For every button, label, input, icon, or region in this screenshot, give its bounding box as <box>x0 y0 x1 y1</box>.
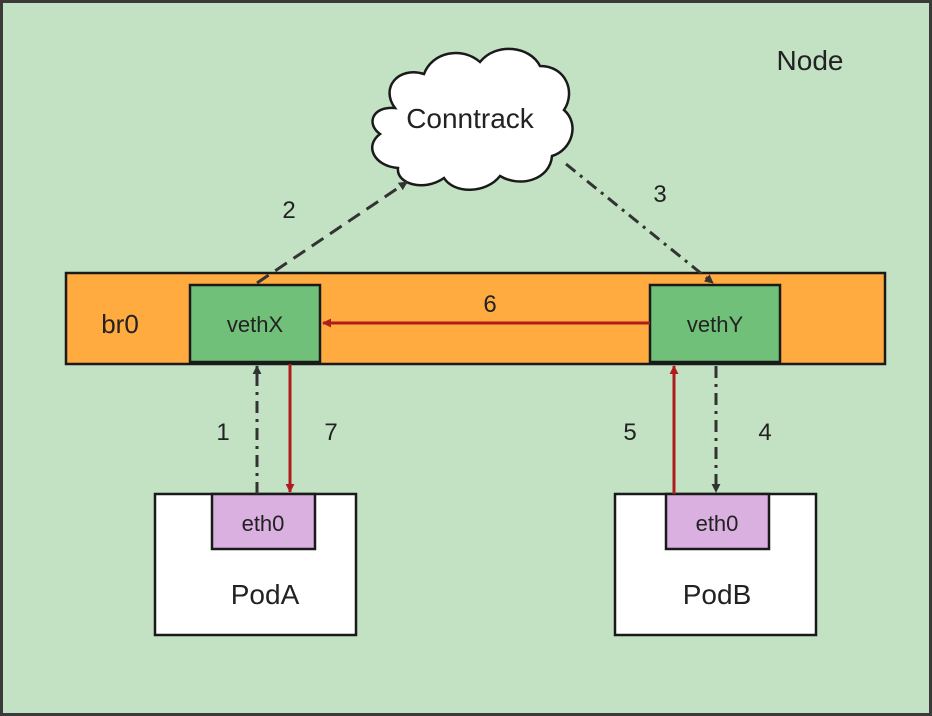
node-label: Node <box>777 45 844 76</box>
bridge-label: br0 <box>101 309 139 339</box>
arrow-4-label: 4 <box>758 419 771 446</box>
pod-b-eth0-label: eth0 <box>696 511 739 536</box>
conntrack-cloud <box>370 47 574 191</box>
pod-a-eth0 <box>210 492 317 551</box>
arrow-6-label: 6 <box>483 291 496 318</box>
arrow-2 <box>256 180 408 285</box>
arrow-7-label: 7 <box>324 419 337 446</box>
pod-a-eth0-label: eth0 <box>242 511 285 536</box>
conntrack-label: Conntrack <box>406 103 535 134</box>
arrow-1-label: 1 <box>216 419 229 446</box>
arrow-3-label: 3 <box>653 181 666 208</box>
veth-y <box>648 283 782 364</box>
veth-y-label: vethY <box>687 312 744 337</box>
veth-x <box>188 283 322 364</box>
pod-a-label: PodA <box>231 579 300 610</box>
arrow-5-label: 5 <box>623 419 636 446</box>
veth-x-label: vethX <box>227 312 284 337</box>
arrow-2-label: 2 <box>282 197 295 224</box>
pod-b-eth0 <box>664 492 771 551</box>
pod-b-label: PodB <box>683 579 752 610</box>
arrow-3 <box>565 162 714 285</box>
